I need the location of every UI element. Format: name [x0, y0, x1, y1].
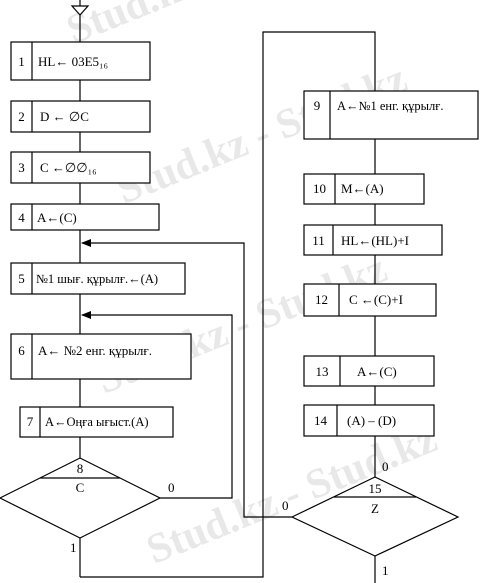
block-1: 1 HL← 03E5₁₆	[10, 41, 151, 81]
block-text: A←(C)	[37, 210, 77, 225]
block-text: C ←(C)+I	[349, 292, 403, 307]
block-11: 11 HL←(HL)+I	[303, 224, 443, 256]
decision-15: 15 Z 0 0 1	[282, 459, 460, 578]
decision-condition: C	[76, 480, 85, 495]
block-text: A←Оңға ығыст.(A)	[45, 415, 149, 429]
entry-arrow	[70, 0, 90, 16]
decision-condition: Z	[371, 501, 379, 516]
block-text: A← №2 енг. құрылғ.	[38, 343, 152, 358]
branch-label: 1	[70, 540, 77, 555]
block-text: D ← ∅C	[40, 109, 89, 124]
block-number: 11	[312, 233, 325, 248]
block-text: №1 шығ. құрылғ.←(A)	[36, 272, 158, 286]
block-text: (A) – (D)	[347, 413, 396, 428]
branch-label: 0	[168, 480, 175, 495]
block-7: 7 A←Оңға ығыст.(A)	[19, 406, 174, 438]
block-text: M←(A)	[341, 181, 384, 196]
block-5: 5 №1 шығ. құрылғ.←(A)	[10, 262, 186, 295]
block-4: 4 A←(C)	[10, 203, 160, 231]
block-12: 12 C ←(C)+I	[303, 283, 437, 317]
decision-number: 15	[369, 481, 382, 496]
block-number: 3	[18, 160, 25, 175]
block-10: 10 M←(A)	[303, 173, 425, 205]
block-number: 6	[18, 343, 25, 358]
block-text: A←(C)	[357, 364, 397, 379]
block-number: 9	[314, 98, 321, 113]
decision-8: 8 C 0 1	[0, 457, 175, 555]
block-text: HL← 03E5₁₆	[38, 54, 108, 69]
block-number: 7	[27, 414, 34, 429]
branch-label: 0	[382, 459, 389, 474]
block-number: 4	[18, 210, 25, 225]
left-column-connectors	[79, 15, 376, 578]
block-2: 2 D ← ∅C	[10, 100, 151, 133]
block-text: A←№1 енг. құрылғ.	[337, 99, 444, 113]
block-text: HL←(HL)+I	[341, 233, 409, 248]
block-number: 2	[18, 109, 25, 124]
decision-number: 8	[77, 461, 84, 476]
block-number: 14	[314, 413, 328, 428]
block-3: 3 C ←∅∅₁₆	[10, 151, 151, 184]
block-text: C ←∅∅₁₆	[40, 160, 97, 175]
block-number: 5	[18, 271, 25, 286]
block-number: 12	[315, 292, 328, 307]
branch-label: 1	[382, 563, 389, 578]
block-number: 13	[316, 364, 329, 379]
block-9: 9 A←№1 енг. құрылғ.	[303, 90, 479, 140]
block-13: 13 A←(C)	[303, 355, 435, 387]
block-number: 1	[18, 54, 25, 69]
block-6: 6 A← №2 енг. құрылғ.	[10, 333, 192, 380]
block-14: 14 (A) – (D)	[303, 404, 435, 437]
branch-label: 0	[282, 498, 289, 513]
block-number: 10	[313, 181, 326, 196]
